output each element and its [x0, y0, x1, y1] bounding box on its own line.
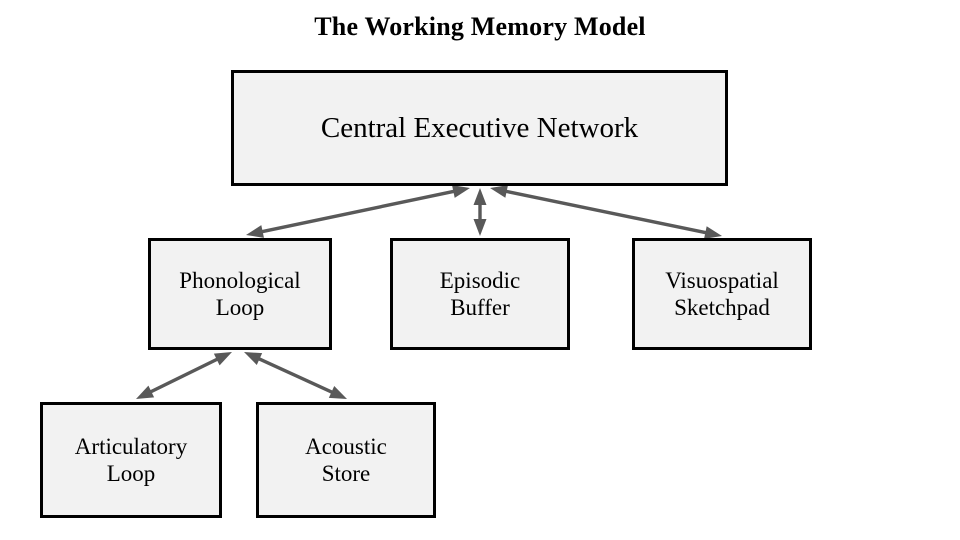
node-articulatory-loop[interactable]: Articulatory Loop	[40, 402, 222, 518]
edge-central-to-phonological-arrowhead-start	[452, 185, 470, 198]
edge-central-to-phonological-arrowhead-end	[246, 225, 264, 238]
edge-central-to-visuospatial-arrowhead-start	[490, 185, 508, 198]
node-label-articulatory-loop: Articulatory Loop	[74, 433, 188, 486]
edge-phonological-to-articulatory-arrowhead-start	[213, 352, 232, 366]
edge-phonological-to-articulatory-arrowhead-end	[136, 385, 155, 399]
edge-central-to-visuospatial-shaft	[501, 188, 711, 236]
page-title: The Working Memory Model	[314, 12, 646, 41]
node-central-executive-network[interactable]: Central Executive Network	[231, 70, 728, 186]
node-label-central-executive-network: Central Executive Network	[320, 111, 639, 144]
edge-central-to-visuospatial	[490, 185, 722, 239]
edge-phonological-to-articulatory	[136, 352, 232, 399]
node-episodic-buffer[interactable]: Episodic Buffer	[390, 238, 570, 350]
node-label-episodic-buffer: Episodic Buffer	[439, 267, 521, 320]
node-acoustic-store[interactable]: Acoustic Store	[256, 402, 436, 518]
edge-central-to-episodic-arrowhead-end	[473, 219, 487, 236]
node-label-acoustic-store: Acoustic Store	[305, 433, 387, 486]
node-visuospatial-sketchpad[interactable]: Visuospatial Sketchpad	[632, 238, 812, 350]
node-phonological-loop[interactable]: Phonological Loop	[148, 238, 332, 350]
edge-phonological-to-acoustic	[244, 352, 347, 399]
edge-central-to-phonological-shaft	[257, 188, 459, 235]
edge-central-to-visuospatial-arrowhead-end	[704, 226, 722, 239]
edge-central-to-phonological	[246, 185, 470, 238]
node-label-visuospatial-sketchpad: Visuospatial Sketchpad	[665, 267, 779, 320]
edge-central-to-episodic-arrowhead-start	[473, 188, 487, 205]
edge-phonological-to-articulatory-shaft	[146, 355, 222, 396]
edge-phonological-to-acoustic-shaft	[254, 355, 337, 396]
edge-central-to-episodic	[473, 188, 487, 236]
edge-phonological-to-acoustic-arrowhead-start	[244, 352, 263, 365]
edge-phonological-to-acoustic-arrowhead-end	[328, 386, 347, 399]
node-label-phonological-loop: Phonological Loop	[179, 267, 301, 320]
